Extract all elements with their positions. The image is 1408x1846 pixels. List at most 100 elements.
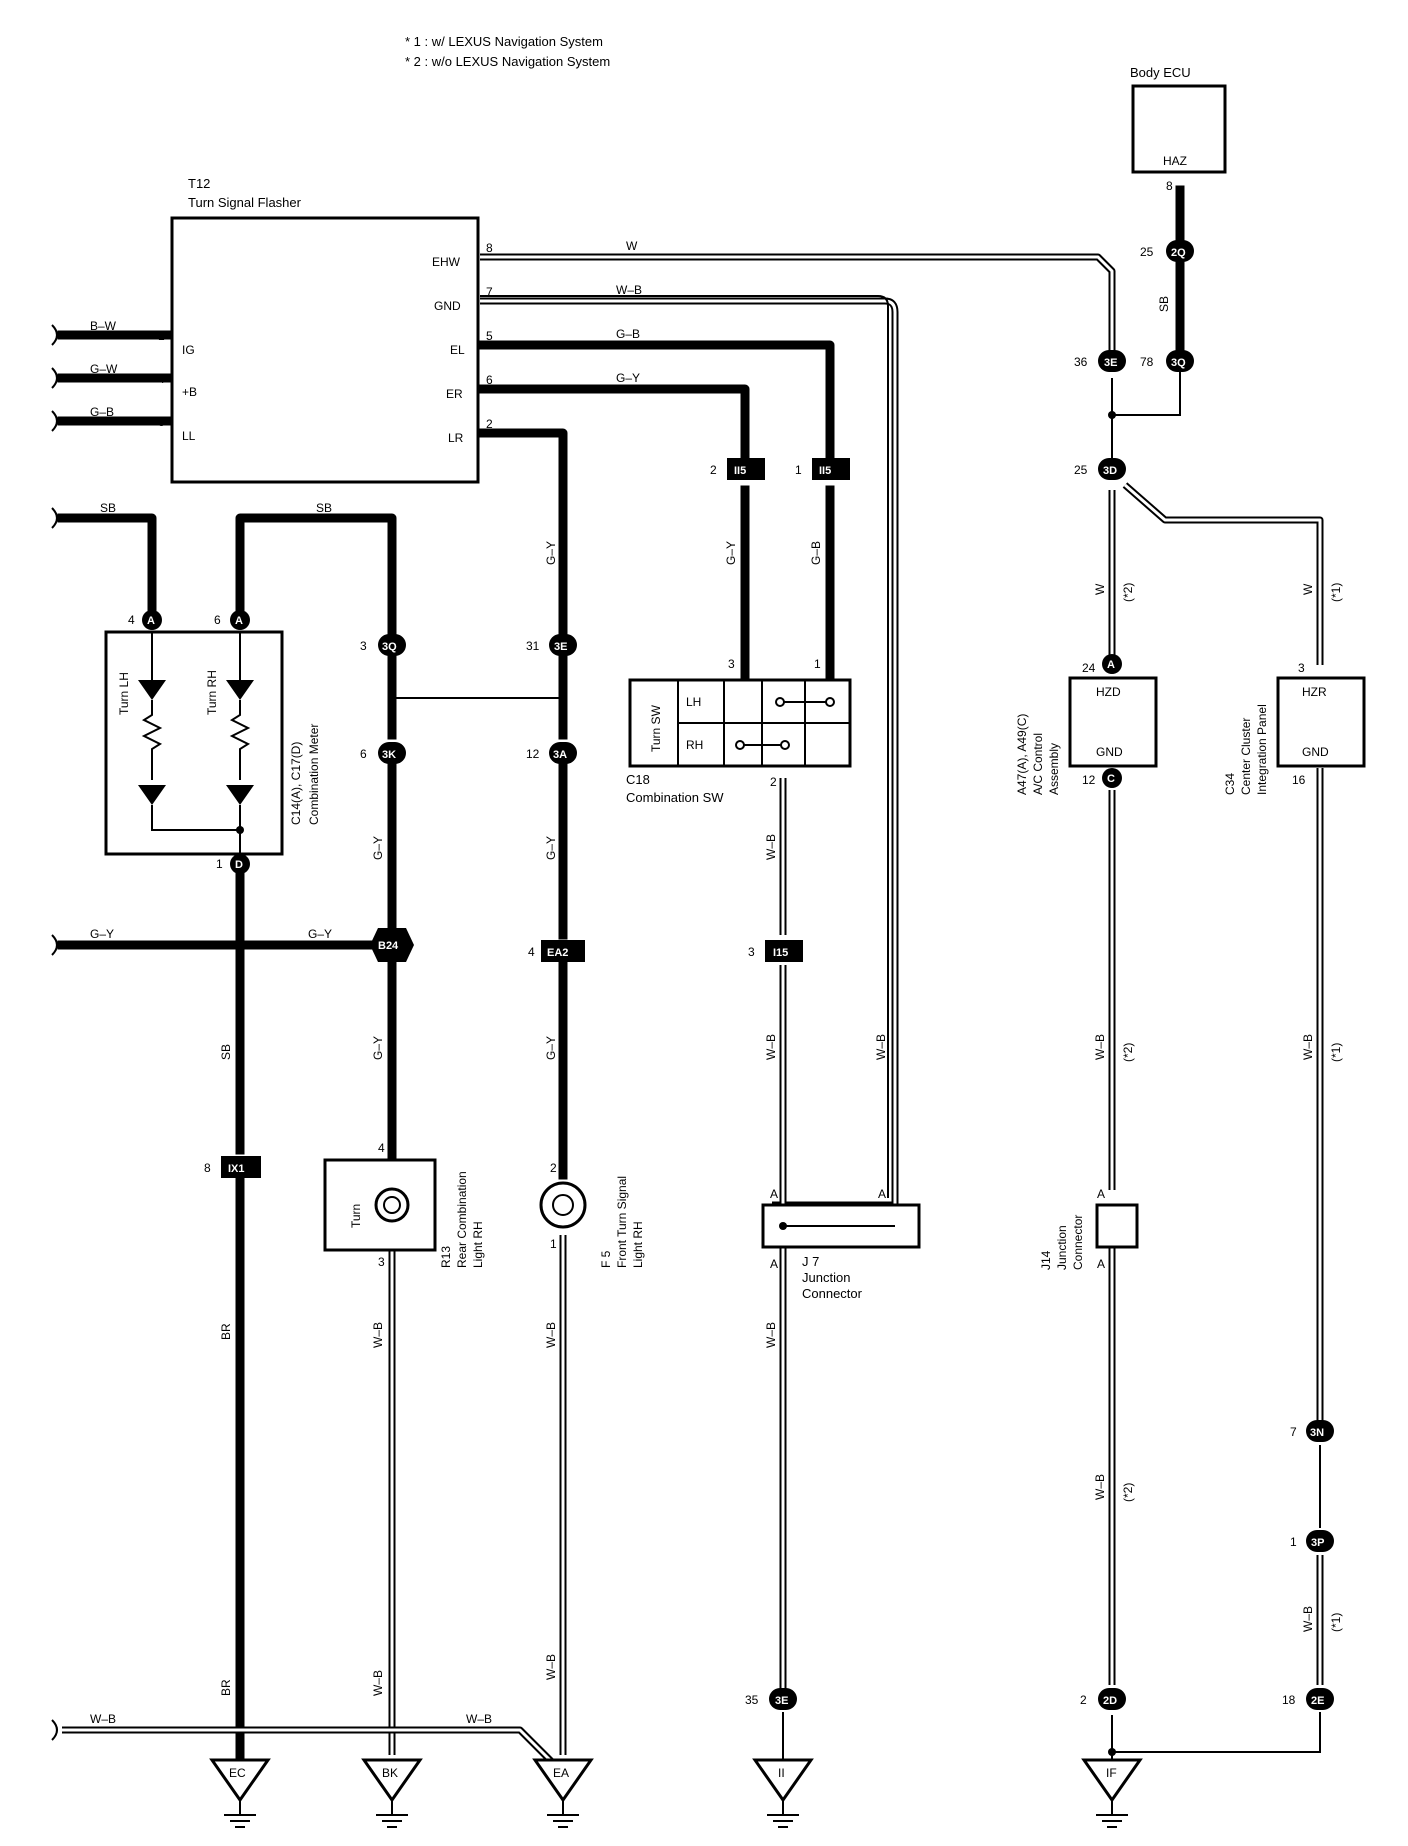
svg-text:C34: C34 — [1223, 773, 1237, 795]
svg-text:HZR: HZR — [1302, 685, 1327, 699]
svg-text:LL: LL — [182, 429, 196, 443]
svg-text:W–B: W–B — [90, 1712, 116, 1726]
svg-text:78: 78 — [1140, 355, 1154, 369]
svg-text:36: 36 — [1074, 355, 1088, 369]
svg-text:B24: B24 — [378, 940, 399, 952]
svg-text:Connector: Connector — [1071, 1215, 1085, 1270]
svg-text:6: 6 — [486, 373, 493, 387]
rear-combination-light: Turn 4 3 R13 Rear Combination Light RH — [323, 1141, 485, 1269]
ac-control-assembly: HZD GND A47(A), A49(C) A/C Control Assem… — [1015, 661, 1158, 795]
svg-text:W: W — [1093, 583, 1107, 595]
svg-text:W–B: W–B — [466, 1712, 492, 1726]
svg-text:3Q: 3Q — [1171, 357, 1186, 369]
svg-text:31: 31 — [526, 639, 540, 653]
svg-text:A: A — [1097, 1187, 1105, 1201]
svg-text:HAZ: HAZ — [1163, 154, 1187, 168]
svg-text:A: A — [878, 1187, 886, 1201]
svg-text:Junction: Junction — [802, 1270, 850, 1285]
svg-text:(*1): (*1) — [1329, 583, 1343, 602]
svg-text:J14: J14 — [1039, 1250, 1053, 1270]
svg-text:2: 2 — [710, 463, 717, 477]
svg-text:Assembly: Assembly — [1047, 743, 1061, 795]
svg-text:2Q: 2Q — [1171, 247, 1186, 259]
svg-text:LR: LR — [448, 431, 464, 445]
svg-text:EA: EA — [553, 1766, 569, 1780]
svg-text:3N: 3N — [1310, 1427, 1324, 1439]
svg-text:BK: BK — [382, 1766, 398, 1780]
svg-text:BR: BR — [219, 1323, 233, 1340]
svg-text:R13: R13 — [439, 1246, 453, 1268]
svg-text:1: 1 — [795, 463, 802, 477]
svg-text:2: 2 — [550, 1161, 557, 1175]
svg-text:Turn SW: Turn SW — [649, 704, 663, 752]
svg-text:Junction: Junction — [1055, 1225, 1069, 1270]
svg-text:3: 3 — [748, 945, 755, 959]
svg-text:EHW: EHW — [432, 255, 461, 269]
svg-text:W–B: W–B — [764, 1322, 778, 1348]
svg-text:HZD: HZD — [1096, 685, 1121, 699]
svg-text:W–B: W–B — [1301, 1606, 1315, 1632]
svg-text:G–Y: G–Y — [544, 541, 558, 565]
svg-text:12: 12 — [526, 747, 540, 761]
svg-text:IF: IF — [1106, 1766, 1117, 1780]
connectors: 2Q 25 3E 36 3Q 78 3D 25 A C II5 2 II5 1 … — [128, 240, 1334, 1710]
svg-text:(*2): (*2) — [1121, 583, 1135, 602]
svg-text:W–B: W–B — [616, 283, 642, 297]
svg-text:(*2): (*2) — [1121, 1043, 1135, 1062]
svg-text:24: 24 — [1082, 661, 1096, 675]
svg-text:4: 4 — [528, 945, 535, 959]
svg-text:2D: 2D — [1103, 1695, 1117, 1707]
svg-text:Turn RH: Turn RH — [205, 670, 219, 715]
svg-text:1: 1 — [550, 1237, 557, 1251]
svg-text:Turn LH: Turn LH — [117, 672, 131, 715]
svg-text:IX1: IX1 — [228, 1163, 245, 1175]
svg-text:G–B: G–B — [616, 327, 640, 341]
svg-text:25: 25 — [1140, 245, 1154, 259]
svg-text:EA2: EA2 — [547, 947, 568, 959]
svg-text:7: 7 — [1290, 1425, 1297, 1439]
svg-text:GND: GND — [1096, 745, 1123, 759]
svg-text:3D: 3D — [1103, 465, 1117, 477]
svg-text:W–B: W–B — [1093, 1474, 1107, 1500]
svg-text:SB: SB — [219, 1044, 233, 1060]
svg-text:3: 3 — [1298, 661, 1305, 675]
body-ecu: Body ECU HAZ 8 — [1130, 65, 1227, 193]
svg-text:A: A — [147, 615, 155, 627]
junction-dots — [235, 411, 1116, 1756]
svg-text:3A: 3A — [553, 749, 567, 761]
svg-text:W–B: W–B — [764, 834, 778, 860]
svg-text:EC: EC — [229, 1766, 246, 1780]
svg-text:SB: SB — [1157, 296, 1171, 312]
svg-text:A: A — [770, 1187, 778, 1201]
svg-text:Turn: Turn — [349, 1204, 363, 1228]
svg-text:G–Y: G–Y — [371, 836, 385, 860]
svg-text:G–B: G–B — [809, 541, 823, 565]
svg-text:II: II — [778, 1766, 785, 1780]
svg-text:Center Cluster: Center Cluster — [1239, 718, 1253, 795]
svg-text:GND: GND — [434, 299, 461, 313]
svg-text:EL: EL — [450, 343, 465, 357]
svg-text:A: A — [235, 615, 243, 627]
wire-lr — [475, 428, 568, 635]
svg-text:5: 5 — [486, 329, 493, 343]
junction-connector-j7: A A A J 7 Junction Connector — [761, 1187, 921, 1301]
svg-text:LH: LH — [686, 695, 701, 709]
svg-text:G–Y: G–Y — [616, 371, 640, 385]
svg-text:2: 2 — [486, 417, 493, 431]
svg-text:RH: RH — [686, 738, 703, 752]
svg-text:W–B: W–B — [1301, 1034, 1315, 1060]
svg-text:3E: 3E — [775, 1695, 788, 1707]
wire-el — [475, 340, 835, 460]
svg-text:Light RH: Light RH — [631, 1221, 645, 1268]
grounds: EC BK EA II IF — [209, 1758, 1143, 1828]
svg-text:(*1): (*1) — [1329, 1043, 1343, 1062]
turn-signal-flasher: T12 Turn Signal Flasher EHW GND EL ER LR… — [158, 176, 493, 484]
svg-text:W–B: W–B — [371, 1322, 385, 1348]
svg-text:D: D — [235, 859, 243, 871]
svg-text:Connector: Connector — [802, 1286, 863, 1301]
svg-text:3E: 3E — [1104, 357, 1117, 369]
svg-text:3: 3 — [158, 415, 165, 429]
svg-text:1: 1 — [158, 329, 165, 343]
svg-text:12: 12 — [1082, 773, 1096, 787]
